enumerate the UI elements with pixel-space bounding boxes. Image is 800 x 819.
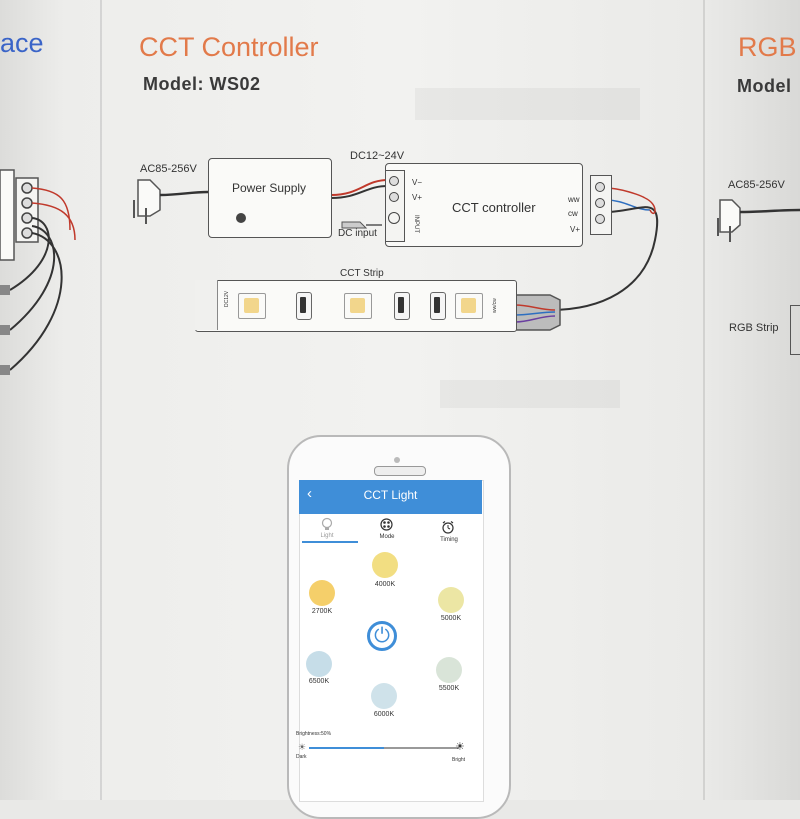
power-button[interactable] bbox=[367, 621, 397, 651]
ww-label: ww bbox=[568, 195, 580, 204]
swatch-label: 5500K bbox=[438, 685, 460, 692]
swatch-label: 6500K bbox=[308, 678, 330, 685]
swatch-label: 5000K bbox=[440, 615, 462, 622]
faded-print bbox=[440, 380, 620, 408]
right-strip bbox=[790, 305, 800, 355]
model-label: Model: WS02 bbox=[143, 74, 261, 94]
dark-label: Dark bbox=[296, 754, 307, 760]
cw-label: cw bbox=[568, 209, 578, 218]
brightness-slider[interactable] bbox=[309, 747, 459, 749]
swatch-2700k[interactable] bbox=[309, 580, 335, 606]
brightness-fill bbox=[309, 747, 384, 749]
power-supply-label: Power Supply bbox=[232, 181, 307, 195]
swatch-label: 6000K bbox=[373, 711, 395, 718]
dim-sun-icon: ☀ bbox=[298, 742, 307, 752]
brightness-label: Brightness:50% bbox=[296, 731, 332, 737]
controller-label: CCT controller bbox=[452, 200, 536, 215]
dc-voltage-label: DC12~24V bbox=[350, 150, 405, 162]
bright-sun-icon: ☀ bbox=[455, 741, 465, 753]
ac-voltage-label: AC85-256V bbox=[140, 163, 197, 175]
led-chip bbox=[238, 293, 266, 319]
mode-icon[interactable] bbox=[380, 518, 393, 531]
page-fold bbox=[100, 0, 102, 800]
terminal-screw-icon bbox=[595, 182, 605, 192]
wiring-diagram bbox=[133, 179, 659, 331]
terminal-screw-icon bbox=[389, 192, 399, 202]
active-tab-indicator bbox=[302, 541, 358, 543]
right-strip-label: RGB Strip bbox=[729, 322, 779, 334]
dc-input-label: DC input bbox=[338, 228, 377, 239]
input-label: INPUT bbox=[413, 215, 419, 233]
right-ac-plug-icon bbox=[717, 199, 800, 242]
back-button[interactable]: ‹ bbox=[307, 485, 312, 502]
vplus-label: V+ bbox=[412, 193, 423, 202]
power-supply-box bbox=[208, 158, 332, 238]
cct-controller-box bbox=[385, 163, 583, 247]
right-panel-title: RGB bbox=[738, 32, 797, 62]
strip-color-tag: ww/cw bbox=[492, 298, 498, 313]
output-vplus-label: V+ bbox=[570, 225, 581, 234]
swatch-6500k[interactable] bbox=[306, 651, 332, 677]
swatch-4000k[interactable] bbox=[372, 552, 398, 578]
strip-label: CCT Strip bbox=[340, 268, 384, 279]
tab-timing[interactable]: Timing bbox=[440, 537, 458, 543]
phone-speaker bbox=[374, 466, 426, 476]
power-icon: ⏻ bbox=[374, 625, 390, 647]
vminus-label: V− bbox=[412, 178, 423, 187]
app-header bbox=[299, 480, 482, 514]
swatch-label: 2700K bbox=[311, 608, 333, 615]
led-chip bbox=[344, 293, 372, 319]
swatch-5000k[interactable] bbox=[438, 587, 464, 613]
swatch-6000k[interactable] bbox=[371, 683, 397, 709]
page-fold bbox=[703, 0, 705, 800]
app-title: CCT Light bbox=[363, 488, 418, 502]
indicator-dot bbox=[236, 213, 246, 223]
terminal-screw-icon bbox=[595, 214, 605, 224]
panel-title: CCT Controller bbox=[139, 32, 319, 62]
bright-label: Bright bbox=[452, 757, 466, 763]
input-terminal bbox=[385, 170, 405, 242]
dc-socket-icon bbox=[388, 212, 400, 224]
strip-voltage-tag: DC12V bbox=[224, 290, 230, 307]
alarm-clock-icon[interactable] bbox=[441, 520, 455, 534]
resistor bbox=[430, 292, 446, 320]
terminal-screw-icon bbox=[389, 176, 399, 186]
tab-mode[interactable]: Mode bbox=[379, 534, 395, 540]
phone-camera bbox=[394, 457, 400, 463]
right-model-label: Model bbox=[737, 76, 792, 96]
swatch-label: 4000K bbox=[374, 581, 396, 588]
left-wiring bbox=[0, 169, 76, 375]
terminal-screw-icon bbox=[595, 198, 605, 208]
right-ac-label: AC85-256V bbox=[728, 179, 785, 191]
tab-light[interactable]: Light bbox=[320, 533, 334, 539]
resistor bbox=[296, 292, 312, 320]
resistor bbox=[394, 292, 410, 320]
left-panel-heading: ace bbox=[0, 28, 44, 58]
bulb-icon[interactable] bbox=[320, 517, 334, 531]
led-chip bbox=[455, 293, 483, 319]
faded-print bbox=[415, 88, 640, 120]
strip-end bbox=[195, 280, 218, 330]
swatch-5500k[interactable] bbox=[436, 657, 462, 683]
